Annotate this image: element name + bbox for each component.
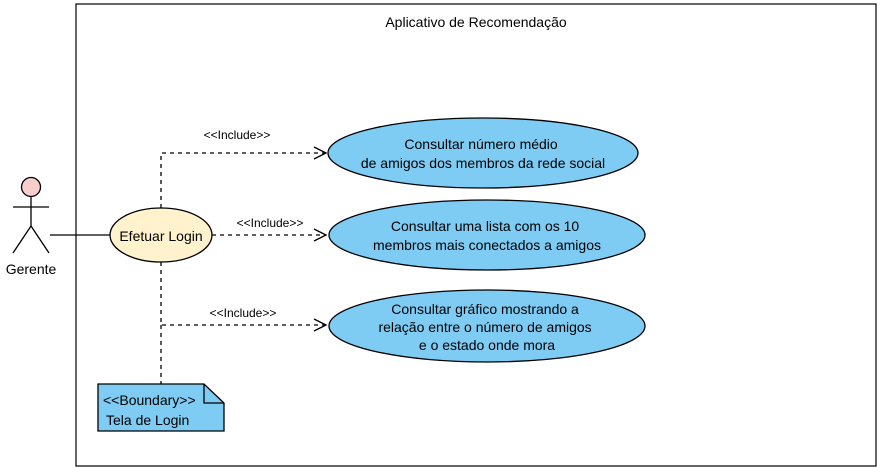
login-label: Efetuar Login [119, 228, 202, 244]
use-case-1-line-2: de amigos dos membros da rede social [361, 155, 605, 171]
actor-gerente[interactable]: Gerente [6, 176, 57, 278]
svg-text:Consultar uma lista com os 10: Consultar uma lista com os 10 membros ma… [373, 218, 601, 253]
use-case-3-line-3: e o estado onde mora [419, 337, 555, 353]
use-case-3-line-1: Consultar gráfico mostrando a [391, 301, 579, 317]
use-case-consultar-lista[interactable]: Consultar uma lista com os 10 membros ma… [328, 199, 646, 271]
use-case-2-line-2: membros mais conectados a amigos [373, 237, 601, 253]
boundary-note-stereotype: <<Boundary>> [103, 392, 196, 408]
use-case-consultar-numero-medio[interactable]: Consultar número médio de amigos dos mem… [327, 117, 639, 189]
actor-right-leg [30, 225, 50, 254]
include-label-2: <<Include>> [237, 216, 304, 230]
boundary-note[interactable]: <<Boundary>> Tela de Login [97, 383, 225, 432]
include-label-3: <<Include>> [210, 306, 277, 320]
use-case-1-line-1: Consultar número médio [404, 136, 558, 152]
include-connector-1 [160, 153, 326, 208]
svg-text:Consultar número médio d: Consultar número médio de amigos dos mem… [361, 136, 605, 171]
actor-label: Gerente [6, 261, 57, 277]
use-case-efetuar-login[interactable]: Efetuar Login [109, 207, 213, 263]
boundary-note-label: Tela de Login [106, 412, 189, 428]
actor-head [20, 176, 42, 198]
actor-left-leg [12, 225, 32, 254]
use-case-consultar-grafico[interactable]: Consultar gráfico mostrando a relação en… [328, 289, 646, 363]
use-case-2-line-1: Consultar uma lista com os 10 [391, 218, 580, 234]
svg-text:Consultar gráfico mostrando a: Consultar gráfico mostrando a relação en… [378, 301, 595, 353]
include-label-1: <<Include>> [204, 128, 271, 142]
use-case-3-line-2: relação entre o número de amigos [378, 319, 591, 335]
system-title: Aplicativo de Recomendação [385, 14, 567, 30]
